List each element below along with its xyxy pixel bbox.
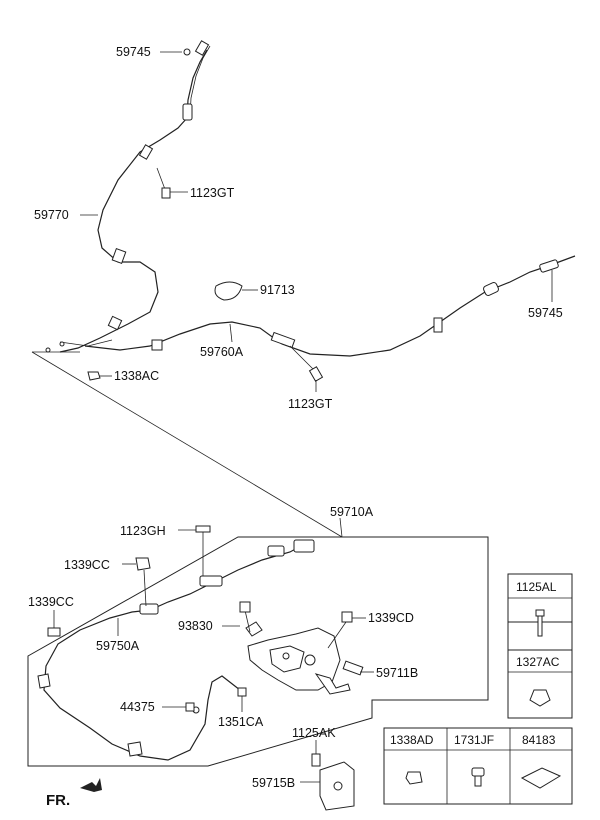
cable-59770 [45, 40, 211, 353]
label-front: FR. [46, 792, 70, 809]
table-cell-1731JF: 1731JF [454, 733, 494, 747]
label-59745-right: 59745 [528, 306, 563, 320]
label-59745-top: 59745 [116, 45, 151, 59]
nut-icon [529, 689, 551, 707]
front-direction-indicator [80, 778, 102, 792]
label-59711B: 59711B [376, 666, 418, 680]
table-cell-1125AL: 1125AL [516, 580, 557, 594]
label-1338AC: 1338AC [114, 369, 159, 383]
label-1351CA: 1351CA [218, 715, 264, 729]
leader-lines-upper [80, 48, 553, 392]
label-59770: 59770 [34, 208, 69, 222]
parts-reference-table [383, 573, 573, 805]
label-1123GT-top: 1123GT [190, 186, 235, 200]
label-59760A: 59760A [200, 345, 244, 359]
cable-59750A [37, 539, 315, 761]
table-cell-1338AD: 1338AD [390, 733, 434, 747]
lower-assembly-frame [27, 536, 489, 767]
label-1123GH: 1123GH [120, 524, 166, 538]
cable-59760A [84, 255, 576, 357]
label-1123GT-mid: 1123GT [288, 397, 333, 411]
lever-assembly [239, 601, 364, 695]
table-cell-1327AC: 1327AC [516, 655, 560, 669]
nut-icon [405, 771, 423, 785]
label-1125AK: 1125AK [292, 726, 336, 740]
pad-icon [520, 767, 562, 789]
label-59710A: 59710A [330, 505, 374, 519]
label-59750A: 59750A [96, 639, 140, 653]
table-cell-84183: 84183 [522, 733, 556, 747]
bolt-icon [535, 609, 545, 637]
leader-lines-lower [47, 517, 374, 811]
label-1339CD: 1339CD [368, 611, 414, 625]
label-93830: 93830 [178, 619, 213, 633]
label-59715B: 59715B [252, 776, 295, 790]
label-91713: 91713 [260, 283, 295, 297]
label-1339CC-b: 1339CC [28, 595, 74, 609]
label-1339CC-a: 1339CC [64, 558, 110, 572]
guide-lines [31, 351, 343, 538]
label-44375: 44375 [120, 700, 155, 714]
bolt-icon [471, 767, 485, 787]
